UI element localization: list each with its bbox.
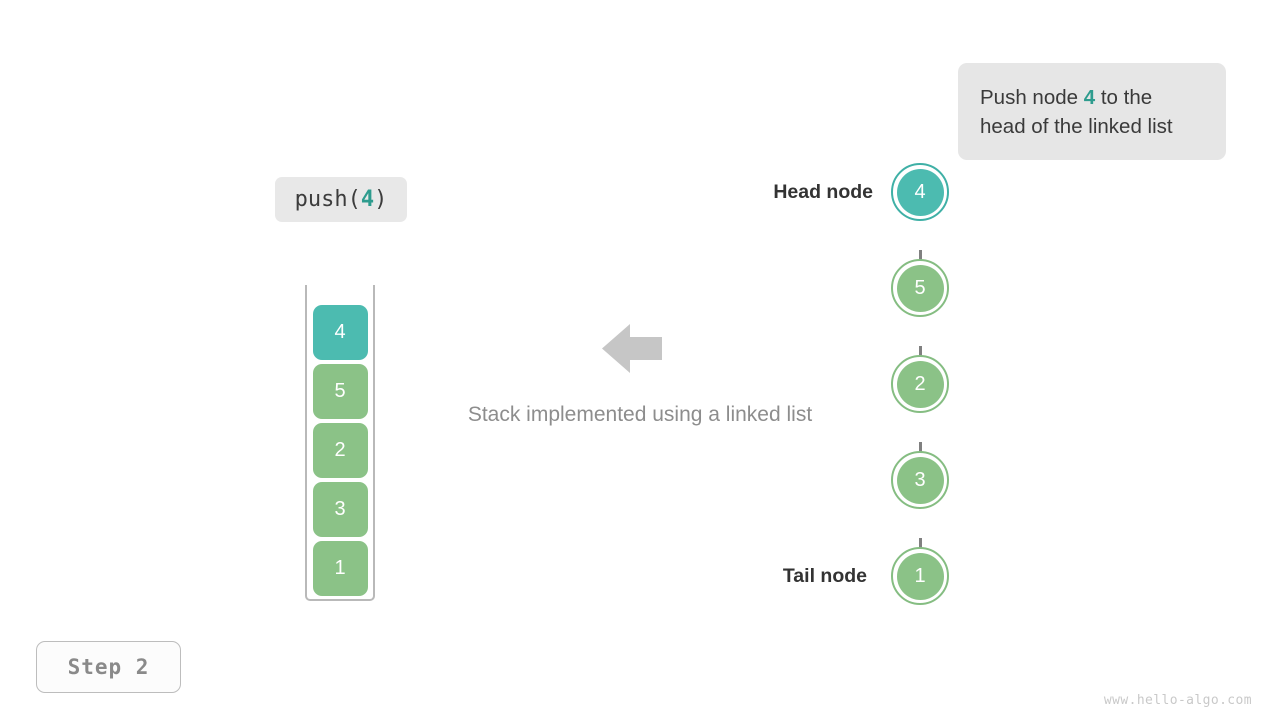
linked-list-node: 3 xyxy=(891,451,949,509)
caption-line2: head of the linked list xyxy=(980,115,1173,138)
watermark: www.hello-algo.com xyxy=(1103,693,1252,708)
stack-block-value: 1 xyxy=(334,557,346,579)
linked-list-node-value: 4 xyxy=(914,180,926,203)
step-badge: Step 2 xyxy=(36,641,181,693)
caption-highlight-value: 4 xyxy=(1083,86,1096,109)
operation-open-paren: ( xyxy=(347,187,361,212)
linked-list-node: 4 xyxy=(891,163,949,221)
stack-block: 5 xyxy=(312,364,368,419)
linked-list-node-inner: 4 xyxy=(896,168,944,216)
operation-close-paren: ) xyxy=(374,187,388,212)
linked-list-node: 5 xyxy=(891,259,949,317)
stack-block: 2 xyxy=(312,423,368,478)
linked-list-node: 1 xyxy=(891,547,949,605)
caption-line1-prefix: Push node xyxy=(980,86,1084,109)
linked-list-node: 2 xyxy=(891,355,949,413)
tail-node-label: Tail node xyxy=(782,565,867,587)
middle-caption: Stack implemented using a linked list xyxy=(467,403,813,426)
linked-list-node-value: 2 xyxy=(914,372,926,395)
caption-line1-suffix: to the xyxy=(1095,86,1153,109)
linked-list-node-value: 5 xyxy=(914,276,926,299)
stack-block: 3 xyxy=(312,482,368,537)
stack-block-value: 2 xyxy=(334,439,346,461)
stack-block-value: 4 xyxy=(334,321,346,343)
caption-box: Push node 4 to the head of the linked li… xyxy=(958,63,1226,160)
linked-list: 4 5 2 3 1 xyxy=(875,160,967,610)
linked-list-node-inner: 2 xyxy=(896,360,944,408)
linked-list-node-value: 1 xyxy=(914,564,926,587)
operation-argument: 4 xyxy=(360,187,375,212)
operation-label: push(4) xyxy=(275,177,407,222)
head-node-label: Head node xyxy=(773,181,873,203)
linked-list-node-inner: 5 xyxy=(896,264,944,312)
stack-block: 1 xyxy=(312,541,368,596)
stack-blocks: 4 5 2 3 1 xyxy=(306,305,374,601)
stack-block: 4 xyxy=(312,305,368,360)
linked-list-node-value: 3 xyxy=(914,468,926,491)
linked-list-node-inner: 3 xyxy=(896,456,944,504)
linked-list-node-inner: 1 xyxy=(896,552,944,600)
stack-block-value: 3 xyxy=(334,498,346,520)
stack-block-value: 5 xyxy=(334,380,346,402)
arrow-left-icon xyxy=(602,320,662,377)
operation-name: push xyxy=(294,187,348,212)
